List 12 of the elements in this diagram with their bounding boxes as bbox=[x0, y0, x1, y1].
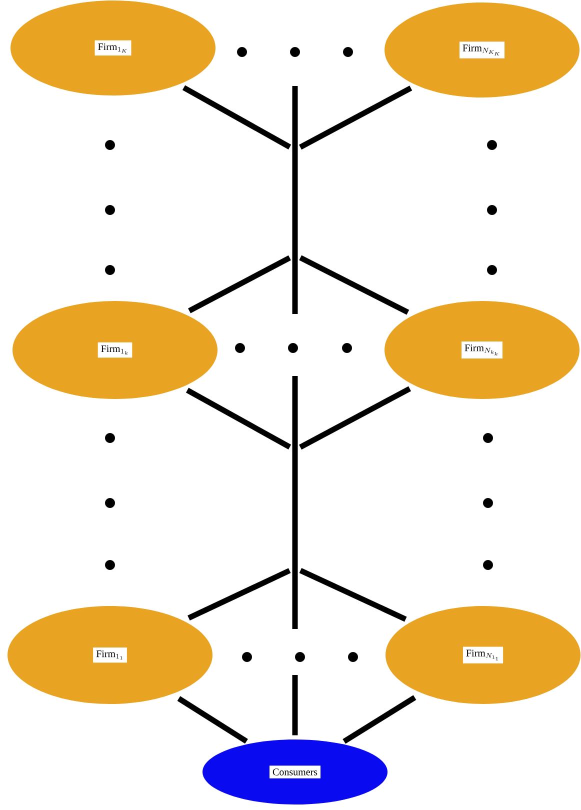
ellipse-node: $\mathrm{Consumers}$ bbox=[202, 740, 388, 804]
ellipse-node: $\mathrm{Firm}_{N_{K_K}}$ bbox=[384, 2, 580, 98]
tree-connector bbox=[186, 376, 412, 629]
ellipse-node: $\mathrm{Firm}_{N_{k_k}}$ bbox=[384, 301, 580, 399]
ellipse-node: $\mathrm{Firm}_{1_1}$ bbox=[8, 606, 212, 704]
ellipse-node: $\mathrm{Firm}_{1_K}$ bbox=[10, 0, 216, 96]
connector-line bbox=[342, 695, 416, 744]
tree-connector bbox=[182, 85, 412, 315]
ellipse-node: $\mathrm{Firm}_{N_{1_1}}$ bbox=[386, 606, 580, 704]
connector-line bbox=[177, 696, 248, 744]
connector-line bbox=[292, 675, 298, 736]
ellipse-node: $\mathrm{Firm}_{1_k}$ bbox=[12, 301, 218, 399]
